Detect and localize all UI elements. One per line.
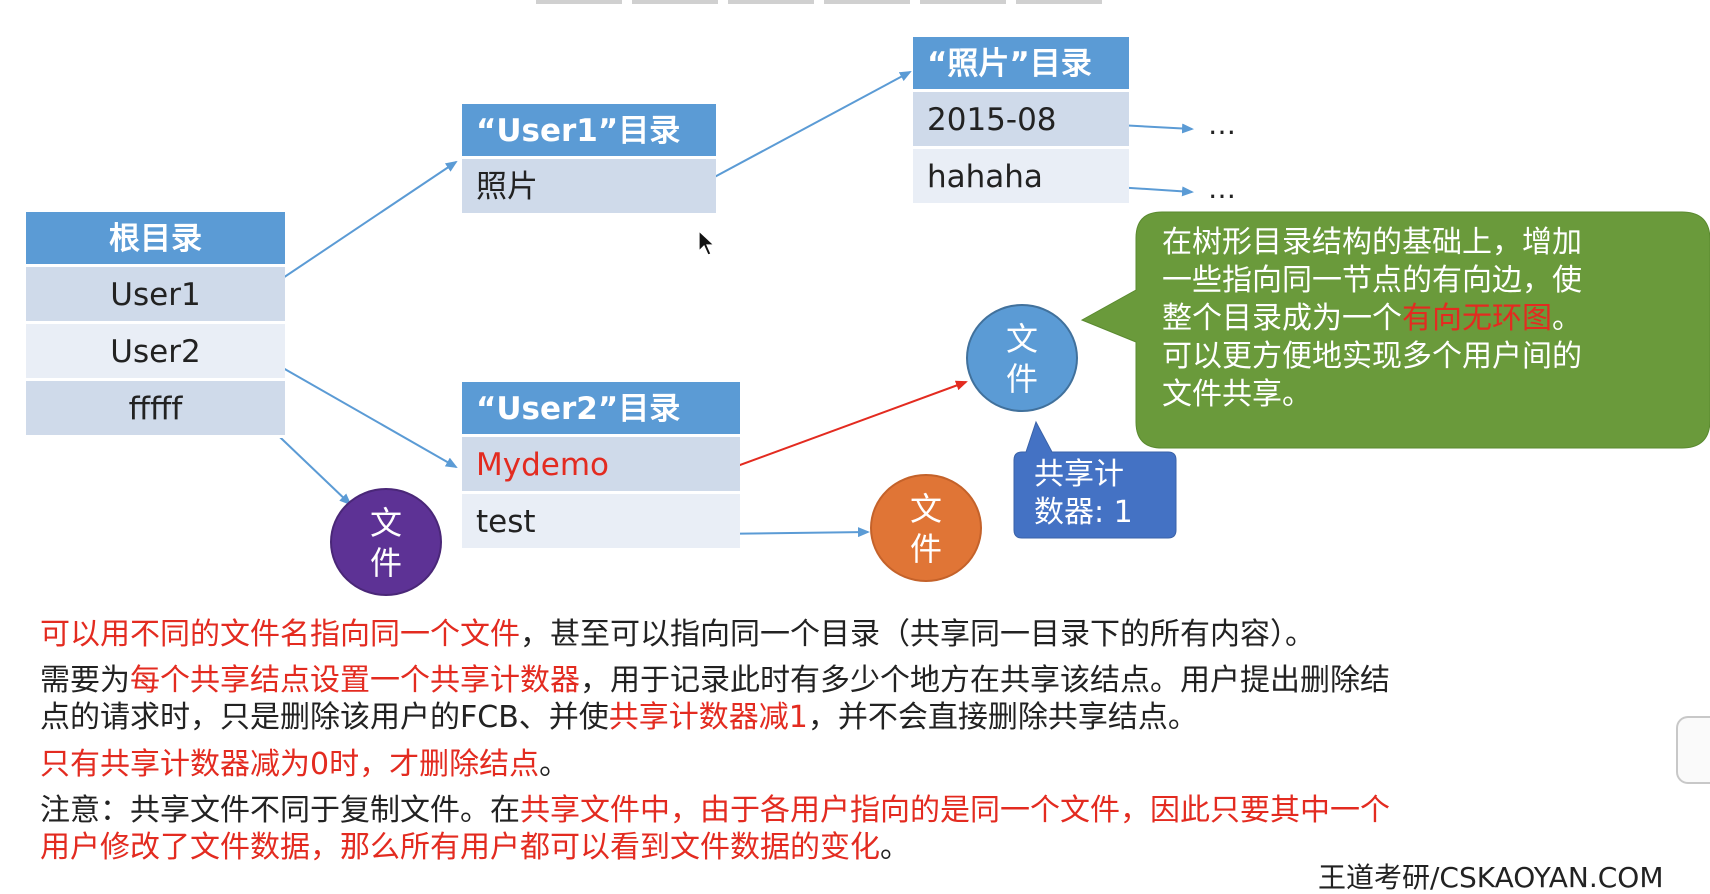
file-node-orange: 文 件 bbox=[870, 474, 982, 582]
paragraph-highlight-text: 共享文件中，由于各用户指向的是同一个文件，因此只要其中一个 bbox=[520, 793, 1390, 828]
side-panel-tab[interactable] bbox=[1676, 716, 1710, 784]
callout-text: 可以更方便地实现多个用户间的 bbox=[1162, 339, 1582, 374]
file-node-blue-char1: 文 bbox=[1005, 320, 1038, 358]
user2-directory-table: “User2”目录 Mydemo test bbox=[462, 382, 740, 551]
callout-bubble bbox=[1080, 211, 1710, 449]
paragraph-text: ，并不会直接删除共享结点。 bbox=[807, 700, 1198, 735]
callout-line: 整个目录成为一个有向无环图。 bbox=[1162, 300, 1582, 338]
paragraph-text: 。 bbox=[539, 747, 570, 782]
paragraph-text: 需要为 bbox=[40, 663, 130, 698]
callout-line: 可以更方便地实现多个用户间的 bbox=[1162, 338, 1582, 376]
arrow-user2-to-user2-dir bbox=[261, 355, 458, 468]
file-node-blue-char2: 件 bbox=[1005, 360, 1038, 398]
file-node-purple-char2: 件 bbox=[369, 544, 402, 582]
file-node-purple-char1: 文 bbox=[369, 504, 402, 542]
paragraph-highlight-text: 可以用不同的文件名指向同一个文件 bbox=[40, 617, 520, 652]
callout-line: 在树形目录结构的基础上，增加 bbox=[1162, 224, 1582, 262]
callout-text: 文件共享。 bbox=[1162, 377, 1312, 412]
paragraph-text: ，用于记录此时有多少个地方在共享该结点。用户提出删除结 bbox=[580, 663, 1390, 698]
arrow-photo-to-photo-dir bbox=[693, 71, 912, 189]
file-node-orange-char2: 件 bbox=[909, 530, 942, 568]
user1-row-photo: 照片 bbox=[462, 159, 716, 216]
file-node-orange-char1: 文 bbox=[909, 490, 942, 528]
paragraph-text: 点的请求时，只是删除该用户的FCB、并使 bbox=[40, 700, 609, 735]
root-directory-header: 根目录 bbox=[26, 212, 285, 267]
share-counter-line-2: 数器: 1 bbox=[1034, 495, 1133, 530]
callout-text: 。 bbox=[1552, 301, 1582, 336]
photo-directory-table: “照片”目录 2015-08 hahaha bbox=[913, 37, 1129, 206]
callout-text: 在树形目录结构的基础上，增加 bbox=[1162, 225, 1582, 260]
brand-watermark: 王道考研/CSKAOYAN.COM bbox=[1318, 861, 1664, 894]
user2-row-test: test bbox=[462, 494, 740, 551]
ellipsis-hahaha: … bbox=[1208, 172, 1236, 205]
paragraph-line: 需要为每个共享结点设置一个共享计数器，用于记录此时有多少个地方在共享该结点。用户… bbox=[40, 662, 1680, 699]
paragraph-share-counter: 需要为每个共享结点设置一个共享计数器，用于记录此时有多少个地方在共享该结点。用户… bbox=[40, 662, 1680, 736]
paragraph-shared-names: 可以用不同的文件名指向同一个文件，甚至可以指向同一个目录（共享同一目录下的所有内… bbox=[40, 616, 1680, 653]
root-row-fffff: fffff bbox=[26, 381, 285, 438]
share-counter-label: 共享计 数器: 1 bbox=[1034, 456, 1133, 532]
callout-text: 整个目录成为一个 bbox=[1162, 301, 1402, 336]
user2-row-mydemo: Mydemo bbox=[462, 437, 740, 494]
paragraph-text: ，甚至可以指向同一个目录（共享同一目录下的所有内容）。 bbox=[520, 617, 1315, 652]
ellipsis-2015-08: … bbox=[1208, 108, 1236, 141]
share-counter-line-1: 共享计 bbox=[1034, 457, 1124, 492]
callout-highlight-text: 有向无环图 bbox=[1402, 301, 1552, 336]
photo-row-2015-08: 2015-08 bbox=[913, 92, 1129, 149]
callout-text: 在树形目录结构的基础上，增加一些指向同一节点的有向边，使整个目录成为一个有向无环… bbox=[1162, 224, 1582, 414]
paragraph-line: 可以用不同的文件名指向同一个文件，甚至可以指向同一个目录（共享同一目录下的所有内… bbox=[40, 616, 1680, 653]
callout-text: 一些指向同一节点的有向边，使 bbox=[1162, 263, 1582, 298]
user1-directory-header: “User1”目录 bbox=[462, 104, 716, 159]
paragraph-text: 。 bbox=[880, 830, 910, 865]
paragraph-highlight-text: 用户修改了文件数据，那么所有用户都可以看到文件数据的变化 bbox=[40, 830, 880, 865]
mouse-cursor-icon bbox=[698, 230, 716, 256]
paragraph-highlight-text: 只有共享计数器减为0时，才删除结点 bbox=[40, 747, 540, 782]
file-node-purple: 文 件 bbox=[330, 488, 442, 596]
paragraph-highlight-text: 共享计数器减1 bbox=[608, 700, 808, 735]
paragraph-text: 注意：共享文件不同于复制文件。在 bbox=[40, 793, 520, 828]
share-counter-box bbox=[1013, 420, 1177, 539]
paragraph-line: 注意：共享文件不同于复制文件。在共享文件中，由于各用户指向的是同一个文件，因此只… bbox=[40, 792, 1680, 829]
arrow-user1-to-user1-dir bbox=[261, 160, 458, 293]
root-row-user1: User1 bbox=[26, 267, 285, 324]
paragraph-line: 用户修改了文件数据，那么所有用户都可以看到文件数据的变化。 bbox=[40, 829, 1680, 866]
arrow-mydemo-to-shared-file bbox=[709, 380, 968, 477]
paragraph-delete-rule: 只有共享计数器减为0时，才删除结点。 bbox=[40, 746, 1680, 783]
file-node-blue-shared: 文 件 bbox=[966, 304, 1078, 412]
callout-line: 文件共享。 bbox=[1162, 376, 1582, 414]
photo-directory-header: “照片”目录 bbox=[913, 37, 1129, 92]
paragraph-note: 注意：共享文件不同于复制文件。在共享文件中，由于各用户指向的是同一个文件，因此只… bbox=[40, 792, 1680, 866]
user1-directory-table: “User1”目录 照片 bbox=[462, 104, 716, 216]
paragraph-line: 点的请求时，只是删除该用户的FCB、并使共享计数器减1，并不会直接删除共享结点。 bbox=[40, 699, 1680, 736]
paragraph-highlight-text: 每个共享结点设置一个共享计数器 bbox=[130, 663, 580, 698]
root-row-user2: User2 bbox=[26, 324, 285, 381]
callout-line: 一些指向同一节点的有向边，使 bbox=[1162, 262, 1582, 300]
photo-row-hahaha: hahaha bbox=[913, 149, 1129, 206]
paragraph-line: 只有共享计数器减为0时，才删除结点。 bbox=[40, 746, 1680, 783]
root-directory-table: 根目录 User1 User2 fffff bbox=[26, 212, 285, 438]
user2-directory-header: “User2”目录 bbox=[462, 382, 740, 437]
